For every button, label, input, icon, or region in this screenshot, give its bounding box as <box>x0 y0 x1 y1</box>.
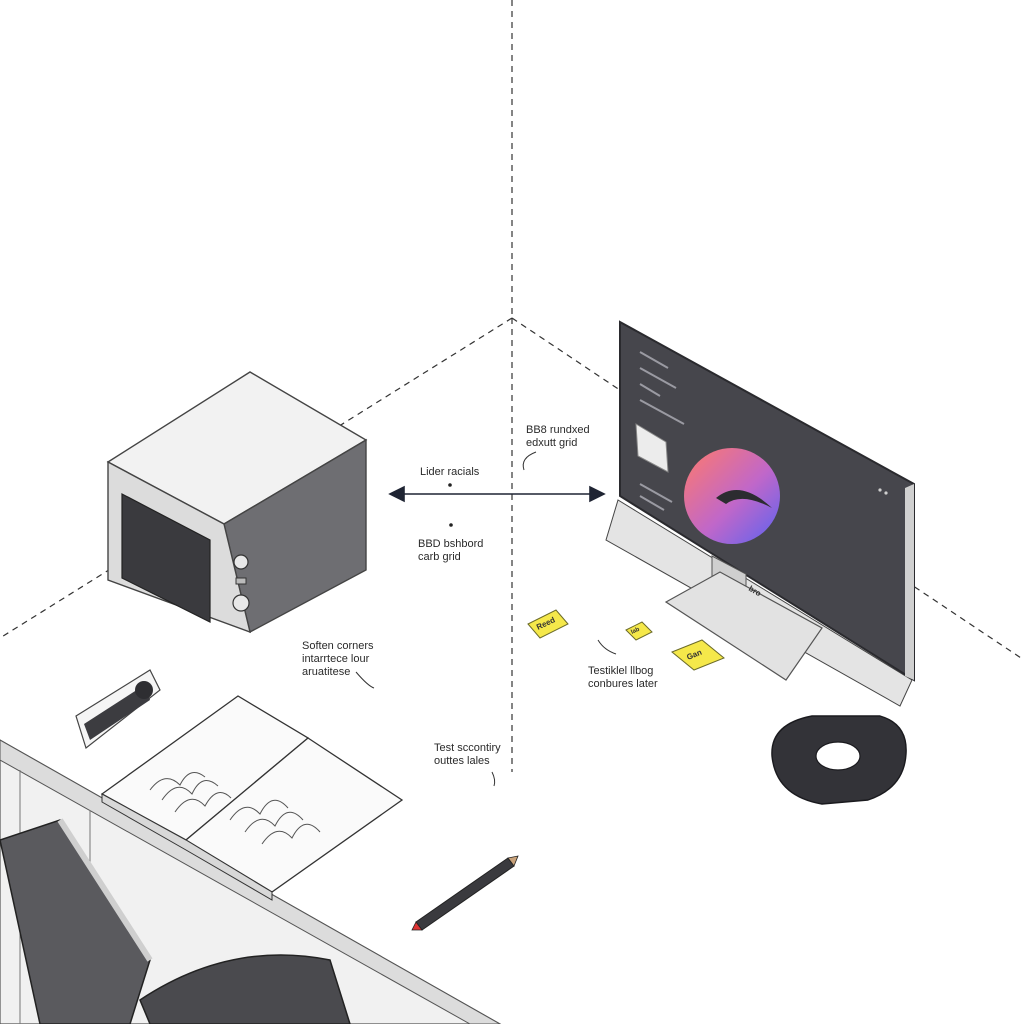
double-arrow <box>388 485 606 503</box>
arrow-head-right <box>589 485 606 503</box>
sticky-note-3: Gan <box>671 639 725 671</box>
microwave-knob-bottom <box>232 594 250 612</box>
chair <box>0 818 351 1024</box>
microwave-window <box>121 493 211 623</box>
open-book <box>100 695 404 901</box>
remote-device <box>75 669 161 750</box>
microwave <box>106 371 368 634</box>
annotation-left-lower: Soften corners intarrtece lour aruatites… <box>302 640 374 678</box>
monitor-base <box>664 571 823 681</box>
screen-text-lines <box>639 351 685 511</box>
coaster <box>771 715 907 805</box>
sticky-note-1: Reed <box>527 609 569 639</box>
dot-marker <box>449 523 453 527</box>
arrow-head-left <box>388 485 405 503</box>
monitor: bro <box>605 320 915 707</box>
dot-marker <box>448 483 452 487</box>
pencil <box>411 855 519 931</box>
microwave-knob-top <box>233 554 249 570</box>
annotation-leaders <box>355 451 617 787</box>
annotation-arrow-label: Lider racials <box>420 466 480 478</box>
svg-text:lab: lab <box>630 627 641 636</box>
sticky-notes: Reed lab Gan <box>527 609 725 671</box>
screen-logo-swoosh <box>716 490 772 508</box>
screen-card <box>635 423 669 473</box>
annotation-top-right: BB8 rundxed edxutt grid <box>526 424 590 449</box>
sticky-note-2: lab <box>625 621 653 641</box>
annotation-right-lower: Testiklel llbog conbures later <box>588 665 658 690</box>
annotation-mid-left: BBD bshbord carb grid <box>418 538 484 563</box>
annotation-bottom-center: Test sccontiry outtes lales <box>434 742 501 767</box>
right-floor-line <box>511 317 1024 661</box>
